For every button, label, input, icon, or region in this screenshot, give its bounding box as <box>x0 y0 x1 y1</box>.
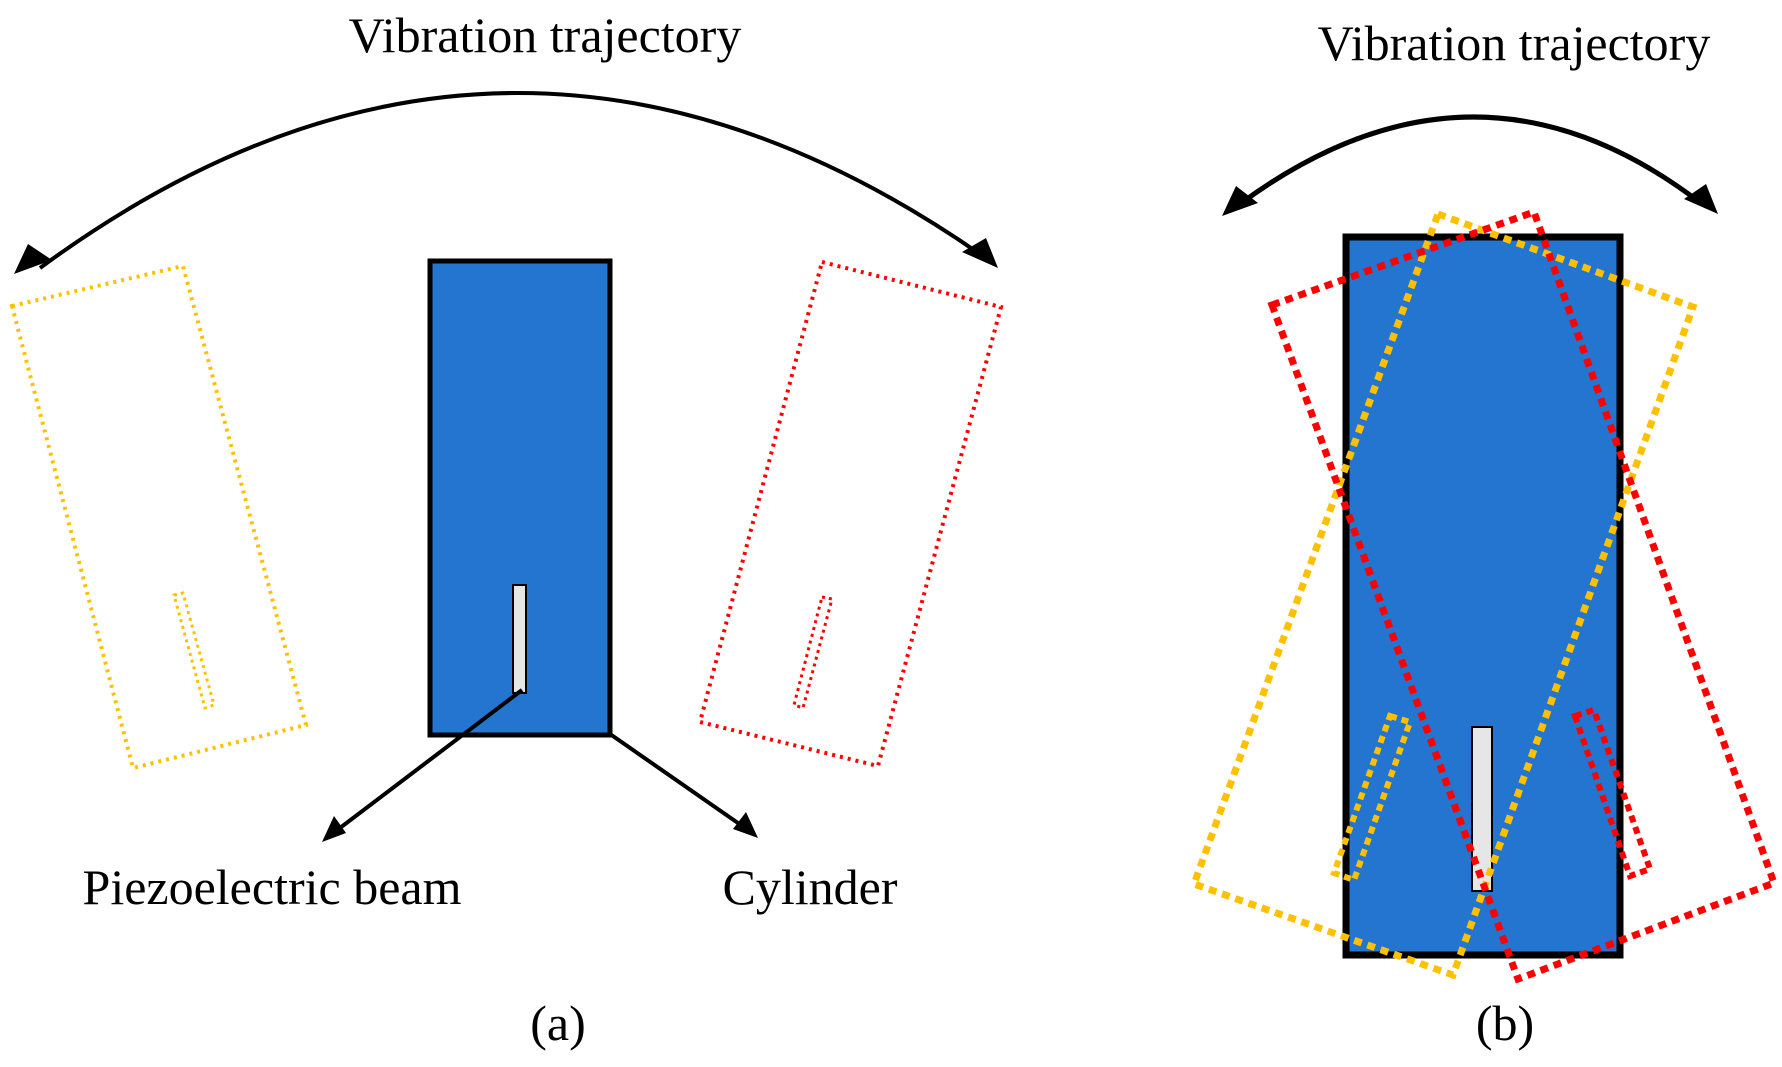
left-swing-beam-a <box>172 591 216 710</box>
left-swing-outline-a <box>9 263 309 771</box>
right-swing-outline-b <box>1267 207 1779 984</box>
right-swing-position-b <box>1267 207 1779 984</box>
cylinder-leader-arrow <box>608 732 750 832</box>
piezoelectric-beam-label: Piezoelectric beam <box>83 859 462 915</box>
left-swing-position-a <box>9 263 309 771</box>
caption-a: (a) <box>530 995 586 1051</box>
trajectory-arc-b <box>1238 114 1704 207</box>
piezoelectric-beam-a <box>512 584 527 694</box>
trajectory-arc-a <box>38 91 996 270</box>
trajectory-label-a: Vibration trajectory <box>349 7 742 63</box>
left-swing-outline-b <box>1189 209 1698 980</box>
trajectory-label-b: Vibration trajectory <box>1318 15 1711 71</box>
right-swing-outline-a <box>697 259 1004 769</box>
cylinder-leader-arrowhead <box>733 812 758 838</box>
panel-a: Vibration trajectory Piezoelectric beam … <box>9 7 1004 1051</box>
right-swing-beam-b <box>1571 706 1654 880</box>
left-swing-beam-b <box>1330 712 1414 884</box>
panel-b: Vibration trajectory (b) <box>1189 15 1779 1051</box>
left-swing-position-b <box>1189 209 1698 980</box>
beam-leader-arrowhead <box>322 816 346 842</box>
beam-leader-arrow <box>330 688 524 836</box>
right-swing-beam-a <box>792 595 834 710</box>
trajectory-arrowhead-right-a <box>962 238 998 268</box>
piezoelectric-beam-b <box>1471 726 1493 892</box>
caption-b: (b) <box>1476 995 1534 1051</box>
trajectory-arrowhead-right-b <box>1684 184 1718 214</box>
trajectory-arrowhead-left-a <box>14 244 52 274</box>
right-swing-position-a <box>697 259 1004 769</box>
cylinder-label: Cylinder <box>723 859 898 915</box>
trajectory-arrowhead-left-b <box>1222 186 1258 216</box>
